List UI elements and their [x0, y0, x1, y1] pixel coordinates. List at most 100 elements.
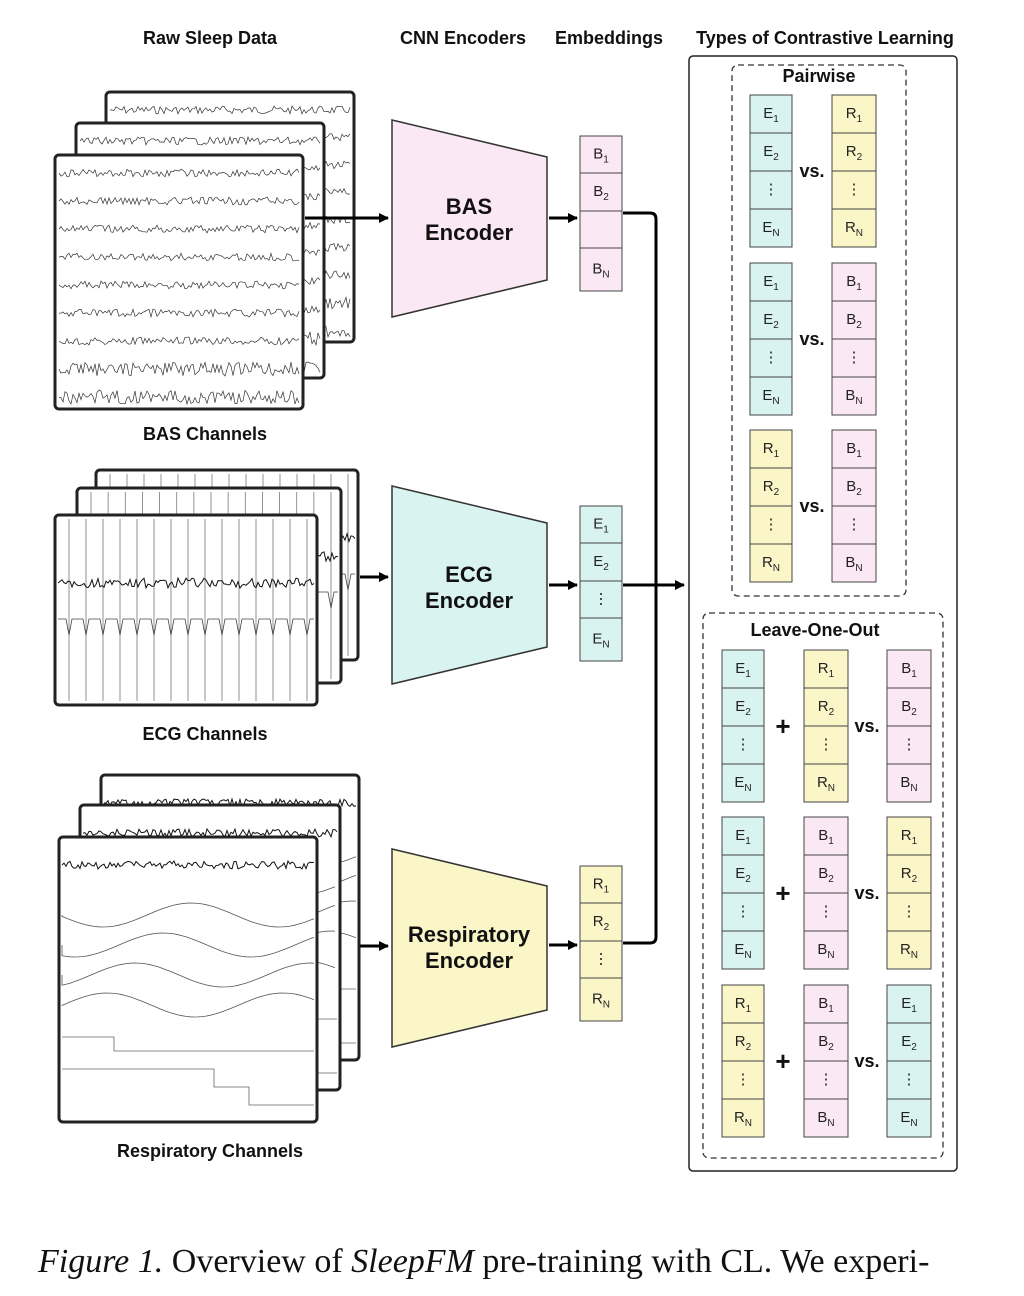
loo-second-cell-label: R1 [818, 660, 835, 680]
pairwise-left-cell [749, 505, 793, 545]
bas-trace [58, 252, 300, 262]
loo-second-cell-label: ⋮ [819, 736, 834, 753]
loo-second-cell-label: B2 [818, 865, 834, 885]
loo-first-cell [721, 1098, 765, 1138]
ecg-embedding-cell-label: E1 [593, 516, 609, 536]
ecg-secondary-trace [58, 618, 314, 636]
loo-third-cell-label: R2 [901, 865, 918, 885]
pairwise-right-cell-label: ⋮ [847, 181, 862, 198]
loo-second-cell [803, 1022, 849, 1062]
ecg-channels-label: ECG Channels [142, 724, 267, 744]
ecg-embedding-cell [579, 580, 623, 619]
bas-channels-label: BAS Channels [143, 424, 267, 444]
loo-third-cell-label: ⋮ [902, 736, 917, 753]
ecg-embedding-cell [579, 617, 623, 662]
pairwise-left-cell [749, 300, 793, 340]
loo-first-cell-label: E2 [735, 865, 751, 885]
pairwise-right-cell [831, 300, 877, 340]
bas-sheet [53, 153, 305, 411]
pairwise-left-cell-label: R2 [763, 478, 780, 498]
pairwise-left-cell-label: EN [762, 219, 779, 239]
pairwise-right-cell-label: R2 [846, 143, 863, 163]
pairwise-left-cell-label: ⋮ [764, 181, 779, 198]
ecg-sheet [53, 513, 319, 707]
header-raw-sleep-data: Raw Sleep Data [143, 28, 278, 48]
resp-encoder-label-1: Respiratory [408, 922, 531, 947]
loo-first-cell-label: ⋮ [736, 1071, 751, 1088]
plus-label: + [775, 1046, 790, 1076]
loo-third-cell [886, 763, 932, 803]
header-cnn-encoders: CNN Encoders [400, 28, 526, 48]
pairwise-left-cell-label: E1 [763, 105, 779, 125]
bas-embedding-cell-label: BN [592, 261, 609, 281]
resp-encoder-label-2: Encoder [425, 948, 513, 973]
loo-third-cell [886, 649, 932, 689]
loo-first-cell [721, 854, 765, 894]
ecg-encoder-label-2: Encoder [425, 588, 513, 613]
pairwise-right-cell-label: R1 [846, 105, 863, 125]
vs-label: vs. [799, 496, 824, 516]
loo-first-cell [721, 763, 765, 803]
resp-embedding-cell-label: R2 [593, 913, 610, 933]
vs-label: vs. [799, 161, 824, 181]
bas-encoder: BAS Encoder [391, 119, 548, 318]
loo-second-cell [803, 1060, 849, 1100]
bas-trace [58, 196, 300, 206]
loo-third-cell-label: RN [900, 941, 918, 961]
pairwise-right-cell [831, 170, 877, 210]
loo-second-cell [803, 1098, 849, 1138]
loo-second-cell-label: ⋮ [819, 1071, 834, 1088]
ecg-signal-stack [53, 468, 360, 707]
loo-first-cell [721, 930, 765, 970]
loo-third-cell [886, 930, 932, 970]
pairwise-left-cell [749, 338, 793, 378]
header-embeddings: Embeddings [555, 28, 663, 48]
bas-trace [58, 168, 300, 178]
loo-third-cell [886, 984, 932, 1024]
loo-third-cell-label: E1 [901, 995, 917, 1015]
resp-channels-label: Respiratory Channels [117, 1141, 303, 1161]
loo-second-cell-label: B1 [818, 827, 834, 847]
resp-embedding-cell [579, 902, 623, 942]
bas-trace [109, 105, 351, 115]
loo-third-cell [886, 1022, 932, 1062]
loo-second-cell-label: ⋮ [819, 903, 834, 920]
bas-trace [58, 389, 300, 406]
pairwise-left-cell [749, 132, 793, 172]
bas-trace [58, 224, 300, 234]
loo-third-cell [886, 1060, 932, 1100]
loo-third-cell [886, 816, 932, 856]
loo-second-cell [803, 649, 849, 689]
resp-wave [61, 932, 315, 958]
pairwise-left-cell-label: R1 [763, 440, 780, 460]
loo-first-cell [721, 725, 765, 765]
figure-caption: Figure 1. Overview of SleepFM pre-traini… [38, 1243, 929, 1281]
loo-first-cell-label: ⋮ [736, 736, 751, 753]
pairwise-right-cell [831, 429, 877, 469]
resp-wave [61, 902, 315, 928]
pairwise-right-cell-label: B1 [846, 273, 862, 293]
loo-second-cell-label: RN [817, 774, 835, 794]
loo-third-cell-label: ⋮ [902, 903, 917, 920]
loo-third-cell [886, 725, 932, 765]
loo-second-cell-label: R2 [818, 698, 835, 718]
bas-embedding-cell-label: B1 [593, 146, 609, 166]
bas-embedding-cell [579, 247, 623, 292]
resp-embedding-cell-label: R1 [593, 876, 610, 896]
loo-first-cell-label: E1 [735, 827, 751, 847]
pairwise-title: Pairwise [782, 66, 855, 86]
loo-first-cell-label: RN [734, 1109, 752, 1129]
resp-embedding-cell-label: RN [592, 991, 610, 1011]
header-contrastive-types: Types of Contrastive Learning [696, 28, 954, 48]
pairwise-left-cell [749, 262, 793, 302]
bas-embedding-cell [579, 172, 623, 212]
loo-second-cell-label: B1 [818, 995, 834, 1015]
resp-wave [61, 992, 315, 1018]
caption-text-1: Overview of [163, 1243, 352, 1280]
bas-encoder-label-2: Encoder [425, 220, 513, 245]
